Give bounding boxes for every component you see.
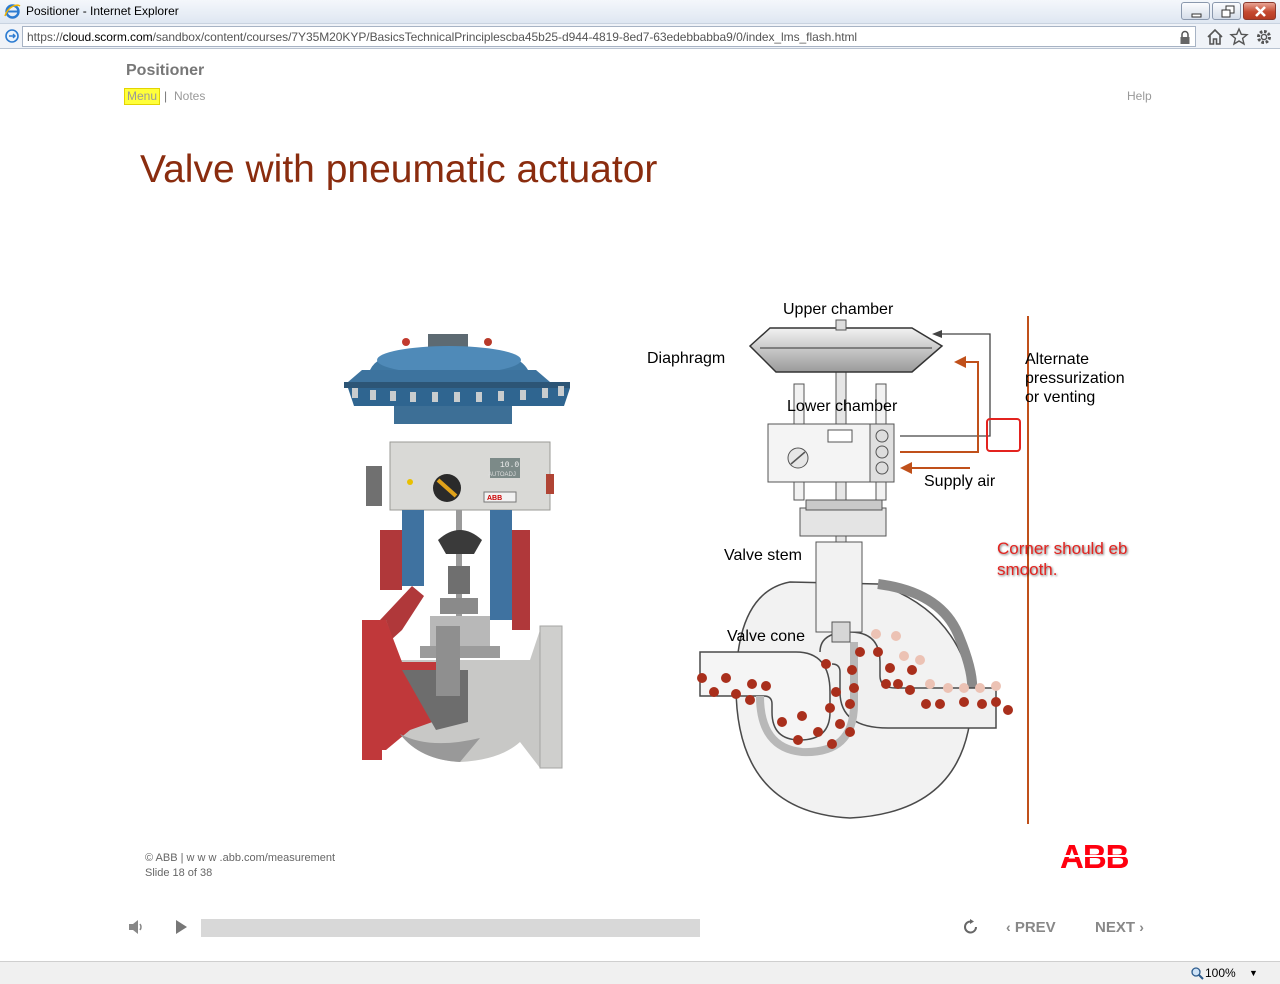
menu-link[interactable]: Menu: [124, 88, 161, 105]
label-upper-chamber: Upper chamber: [783, 301, 894, 318]
help-link[interactable]: Help: [1127, 89, 1152, 103]
notes-link[interactable]: Notes: [174, 89, 206, 103]
restore-icon: [1221, 5, 1235, 18]
favorites-star-icon[interactable]: [1229, 27, 1249, 47]
minimize-button[interactable]: [1181, 2, 1210, 20]
course-title: Positioner: [126, 62, 205, 79]
page-icon: [5, 29, 19, 43]
lock-icon[interactable]: [1179, 30, 1191, 45]
actuator-diagram: [697, 316, 1029, 824]
photo-abb-tag: ABB: [487, 495, 502, 502]
status-bar: 100% ▼: [0, 961, 1280, 984]
slide-title: Valve with pneumatic actuator: [140, 148, 658, 191]
label-supply-air: Supply air: [924, 473, 996, 490]
chevron-down-icon[interactable]: ▼: [1249, 968, 1258, 978]
replay-icon[interactable]: [962, 918, 980, 936]
minimize-icon: [1191, 13, 1202, 18]
internet-explorer-icon: [4, 4, 21, 19]
label-diaphragm: Diaphragm: [647, 350, 726, 367]
abb-logo: ABB: [1060, 840, 1138, 872]
prev-button[interactable]: ‹ PREV: [1006, 919, 1056, 936]
slide-counter: Slide 18 of 38: [145, 867, 213, 879]
restore-button[interactable]: [1212, 2, 1241, 20]
nav-separator: |: [164, 89, 168, 103]
label-lower-chamber: Lower chamber: [787, 398, 898, 415]
label-valve-stem: Valve stem: [724, 547, 802, 564]
positioner-display: 10.0: [500, 461, 519, 470]
window-title: Positioner - Internet Explorer: [26, 4, 179, 18]
progress-bar[interactable]: [201, 919, 700, 937]
volume-icon[interactable]: [128, 919, 146, 935]
address-bar: https://cloud.scorm.com/sandbox/content/…: [0, 24, 1280, 49]
chevron-right-icon: ›: [1139, 919, 1144, 935]
close-icon: [1255, 6, 1266, 17]
play-icon[interactable]: [174, 919, 188, 935]
copyright-text: © ABB | w w w .abb.com/measurement: [145, 852, 336, 864]
close-button[interactable]: [1243, 2, 1276, 20]
gear-icon[interactable]: [1254, 27, 1274, 47]
zoom-level[interactable]: 100%: [1205, 966, 1236, 980]
review-comment: Corner should eb smooth.: [997, 539, 1128, 579]
chevron-left-icon: ‹: [1006, 919, 1011, 935]
window-title-bar: Positioner - Internet Explorer: [0, 0, 1280, 24]
positioner-display-sub: AUTOADJ: [488, 472, 516, 478]
label-valve-cone: Valve cone: [727, 628, 805, 645]
review-highlight-box: [986, 418, 1021, 452]
next-button[interactable]: NEXT ›: [1095, 919, 1144, 936]
home-icon[interactable]: [1205, 27, 1225, 47]
label-alternate-pressurization: Alternate pressurization or venting: [1025, 351, 1125, 406]
url-input[interactable]: https://cloud.scorm.com/sandbox/content/…: [22, 26, 1196, 47]
valve-photo: 10.0 AUTOADJ ABB: [344, 334, 570, 769]
zoom-icon[interactable]: [1190, 966, 1204, 980]
